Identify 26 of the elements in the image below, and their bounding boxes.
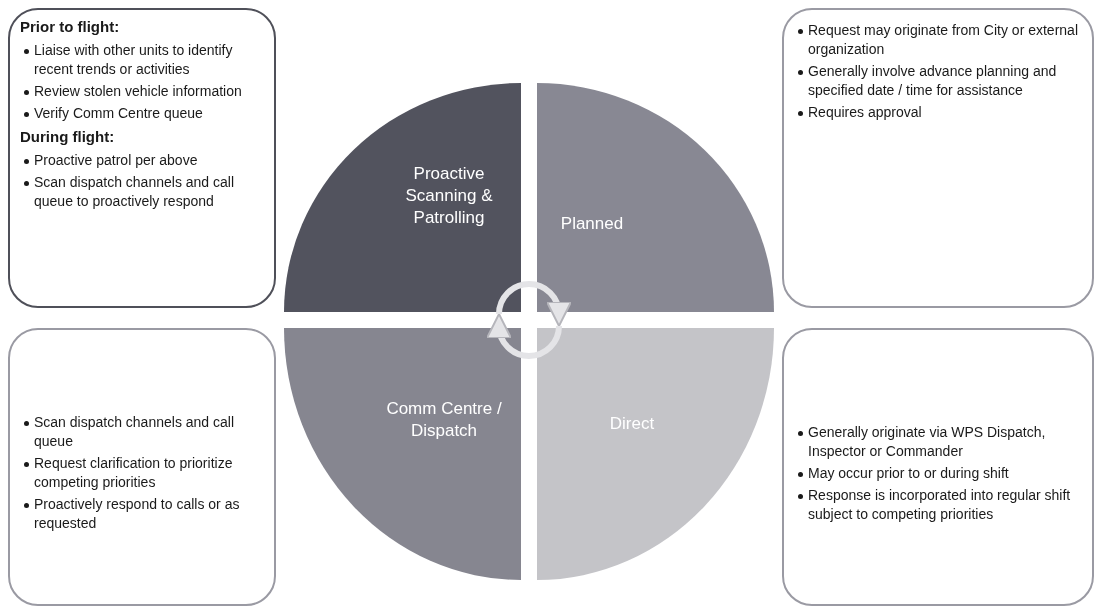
text-card — [8, 8, 276, 308]
bullet-text: Scan dispatch channels and call queue to proactively respond — [34, 174, 235, 209]
quadrant-label: Planned — [559, 213, 625, 235]
bullet-text: Proactive patrol per above — [34, 152, 198, 168]
bullet-text: Proactively respond to calls or as requested — [34, 496, 240, 531]
quadrant-label: Direct — [608, 413, 656, 435]
bullet-text: Generally involve advance planning and specified date / time for assistance — [808, 63, 1057, 98]
text-card — [782, 328, 1094, 606]
bullet-text: Requires approval — [808, 104, 922, 120]
quadrant-label: Comm Centre / Dispatch — [385, 398, 503, 442]
bullet-text: Response is incorporated into regular shift subject to competing priorities — [808, 487, 1071, 522]
bullet-text: Request clarification to prioritize competing priorities — [34, 455, 233, 490]
text-card — [782, 8, 1094, 308]
bullet-text: May occur prior to or during shift — [808, 465, 1009, 481]
bullet-text: Verify Comm Centre queue — [34, 105, 203, 121]
cycle-arrow — [486, 313, 562, 359]
section-heading: During flight: — [20, 127, 116, 147]
bullet-text: Generally originate via WPS Dispatch, Inspector or Commander — [808, 424, 1046, 459]
bullet-text: Scan dispatch channels and call queue — [34, 414, 235, 449]
bullet-text: Liaise with other units to identify recent trends or activities — [34, 42, 233, 77]
bullet-text: Request may originate from City or external organization — [808, 22, 1078, 57]
quadrant-label: Proactive Scanning & Patrolling — [404, 163, 494, 229]
section-heading: Prior to flight: — [20, 17, 121, 37]
text-card — [8, 328, 276, 606]
bullet-text: Review stolen vehicle information — [34, 83, 242, 99]
cycle-arrow — [496, 281, 572, 327]
